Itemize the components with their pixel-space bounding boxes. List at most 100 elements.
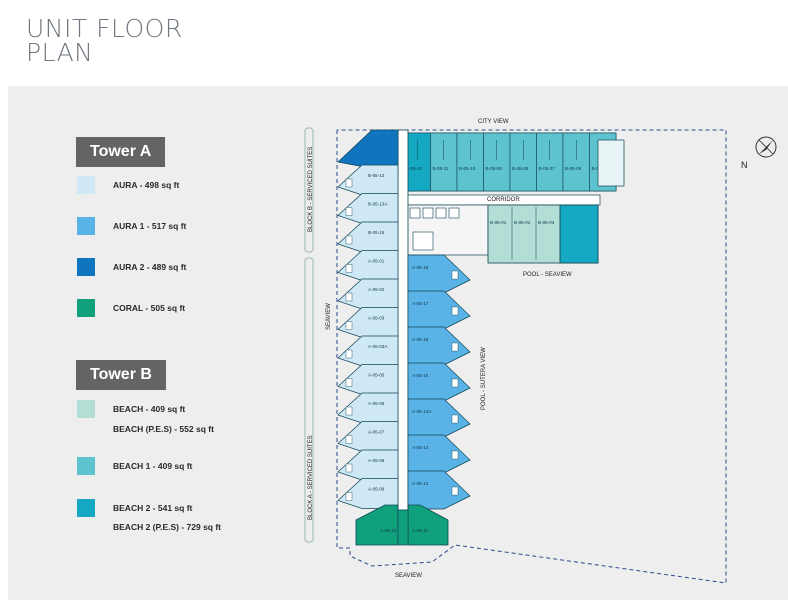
tower-a-left-unit-label: A-05-02 (368, 287, 385, 292)
tower-a-left-unit (337, 221, 399, 253)
title-line-2: PLAN (26, 38, 94, 67)
tower-a-left-unit-bath (345, 349, 353, 359)
tower-a-left-unit (337, 307, 399, 338)
legend-label-beach-1: BEACH 1 - 409 sq ft (113, 461, 193, 471)
tower-a-right-unit-label: A-05-16 (412, 337, 429, 342)
seaview-bottom-label: SEAVIEW (395, 573, 422, 579)
title-line-1: UNIT FLOOR (26, 14, 183, 43)
legend-label-aura-2: AURA 2 - 489 sq ft (113, 262, 187, 272)
legend-swatch-beach (77, 400, 95, 418)
tower-a-left-unit-bath (345, 435, 353, 444)
tower-a-right-unit-label: A-05-17 (412, 301, 429, 306)
block-a-bracket (304, 257, 314, 543)
tower-b-top-units: B-05-12 B-05-11 B-05-10 B-05-09 B-05-08 B-05-… (403, 132, 617, 192)
tower-a-right-unit-label: A-05-18 (412, 265, 429, 270)
tower-a-spine (397, 129, 409, 511)
tower-b-unit-label: B-05-12 (406, 166, 423, 171)
tower-a-left-units: B-05-13B-05-13AB-05-15A-05-01A-05-02A-05… (337, 164, 399, 509)
tower-a-left-unit (337, 193, 399, 224)
tower-a-left-unit-bath (345, 406, 353, 416)
tower-a-right-unit (407, 326, 471, 366)
seaview-left-label: SEAVIEW (326, 303, 332, 330)
tower-b-stair (597, 139, 625, 187)
tower-a-right-unit-label: A-05-13A (412, 409, 432, 414)
tower-a-left-unit-bath (345, 492, 353, 501)
tower-a-left-unit (337, 421, 399, 452)
tower-a-right-unit-bath (451, 306, 459, 316)
tower-a-right-unit-bath (451, 342, 459, 352)
tower-a-left-unit (337, 250, 399, 281)
tower-b-heading: Tower B (76, 360, 166, 390)
block-b-label: BLOCK B - SERVICED SUITES (308, 147, 314, 232)
tower-a-left-unit (337, 364, 399, 395)
tower-a-left-unit-label: A-05-05 (368, 373, 385, 378)
tower-a-right-unit-label: A-05-13 (412, 445, 429, 450)
tower-a-left-unit-label: A-05-08 (368, 458, 385, 463)
tower-b-unit-label: B-05-10 (459, 166, 476, 171)
tower-b-unit-label: B-05-07 (539, 166, 556, 171)
tower-b-unit-label: B-05-11 (433, 166, 449, 171)
legend-swatch-beach-2 (77, 499, 95, 517)
tower-a-left-unit-bath (345, 207, 353, 216)
tower-b-unit-label: B-05-09 (486, 166, 503, 171)
tower-a-left-unit-label: A-05-03A (368, 344, 388, 349)
tower-b-pool-unit-label: B-05-03 (538, 220, 555, 225)
tower-a-right-unit (407, 470, 471, 510)
tower-b-pool-unit-label: B-05-02 (514, 220, 531, 225)
tower-a-left-unit-bath (345, 292, 353, 302)
tower-a-coral-unit-2 (407, 504, 449, 546)
tower-a-left-unit-label: A-05-07 (368, 430, 385, 435)
tower-a-left-unit-bath (345, 264, 353, 273)
tower-a-right-unit (407, 434, 471, 474)
tower-a-left-unit-label: A-05-03 (368, 316, 385, 321)
tower-b-unit-label: B-05-06 (565, 166, 582, 171)
tower-a-right-unit (407, 362, 471, 402)
tower-a-left-unit-label: A-05-01 (368, 259, 385, 264)
tower-a-right-unit-bath (451, 378, 459, 388)
tower-a-right-unit (407, 254, 471, 294)
tower-a-right-unit-bath (451, 486, 459, 496)
legend-label-beach: BEACH - 409 sq ft (113, 404, 186, 414)
tower-a-bottom-unit-label-2: A-05-11 (412, 528, 428, 533)
tower-b-beach-2 (559, 204, 599, 264)
tower-a-coral-unit-1 (355, 504, 399, 546)
tower-a-left-unit (337, 478, 399, 509)
legend-swatch-coral (77, 299, 95, 317)
legend-label-beach-2-pes: BEACH 2 (P.E.S) - 729 sq ft (113, 522, 222, 532)
tower-a-bottom-unit-label-1: A-05-10 (380, 528, 397, 533)
block-a-label: BLOCK A - SERVICED SUITES (308, 435, 314, 520)
legend-swatch-aura-2 (77, 258, 95, 276)
legend-label-aura: AURA - 498 sq ft (113, 180, 180, 190)
tower-a-right-units: A-05-18A-05-17A-05-16A-05-15A-05-13A A-05… (407, 254, 471, 510)
tower-a-left-unit-label: A-05-06 (368, 401, 385, 406)
legend-label-coral: CORAL - 505 sq ft (113, 303, 186, 313)
tower-b-unit-label: B-05-08 (512, 166, 529, 171)
tower-b-core-boxes (409, 207, 460, 251)
tower-a-left-unit-bath (345, 178, 353, 188)
tower-a-left-unit (337, 164, 399, 196)
tower-a-right-unit-label: A-05-12 (412, 481, 429, 486)
tower-a-left-unit (337, 449, 399, 481)
compass-icon (755, 136, 777, 158)
tower-a-left-unit-label: B-05-13 (368, 173, 385, 178)
tower-a-left-unit-bath (345, 378, 353, 387)
tower-a-heading: Tower A (76, 137, 166, 167)
legend-label-aura-1: AURA 1 - 517 sq ft (113, 221, 187, 231)
tower-a-left-unit-bath (345, 235, 353, 245)
block-b-bracket (304, 127, 314, 253)
corridor-label: CORRIDOR (487, 197, 520, 203)
tower-a-left-unit-label: B-05-13A (368, 202, 388, 207)
pool-sutera-label: POOL - SUTERA VIEW (481, 347, 487, 410)
legend-swatch-aura (77, 176, 95, 194)
site-boundary (336, 129, 727, 584)
tower-a-right-unit-label: A-05-15 (412, 373, 429, 378)
legend-swatch-aura-1 (77, 217, 95, 235)
city-view-label: CITY VIEW (478, 119, 509, 125)
tower-a-right-unit-bath (451, 414, 459, 424)
tower-a-right-unit-bath (451, 450, 459, 460)
legend-label-beach-2: BEACH 2 - 541 sq ft (113, 503, 193, 513)
compass-north-label: N (741, 160, 748, 170)
tower-a-left-unit (337, 392, 399, 424)
